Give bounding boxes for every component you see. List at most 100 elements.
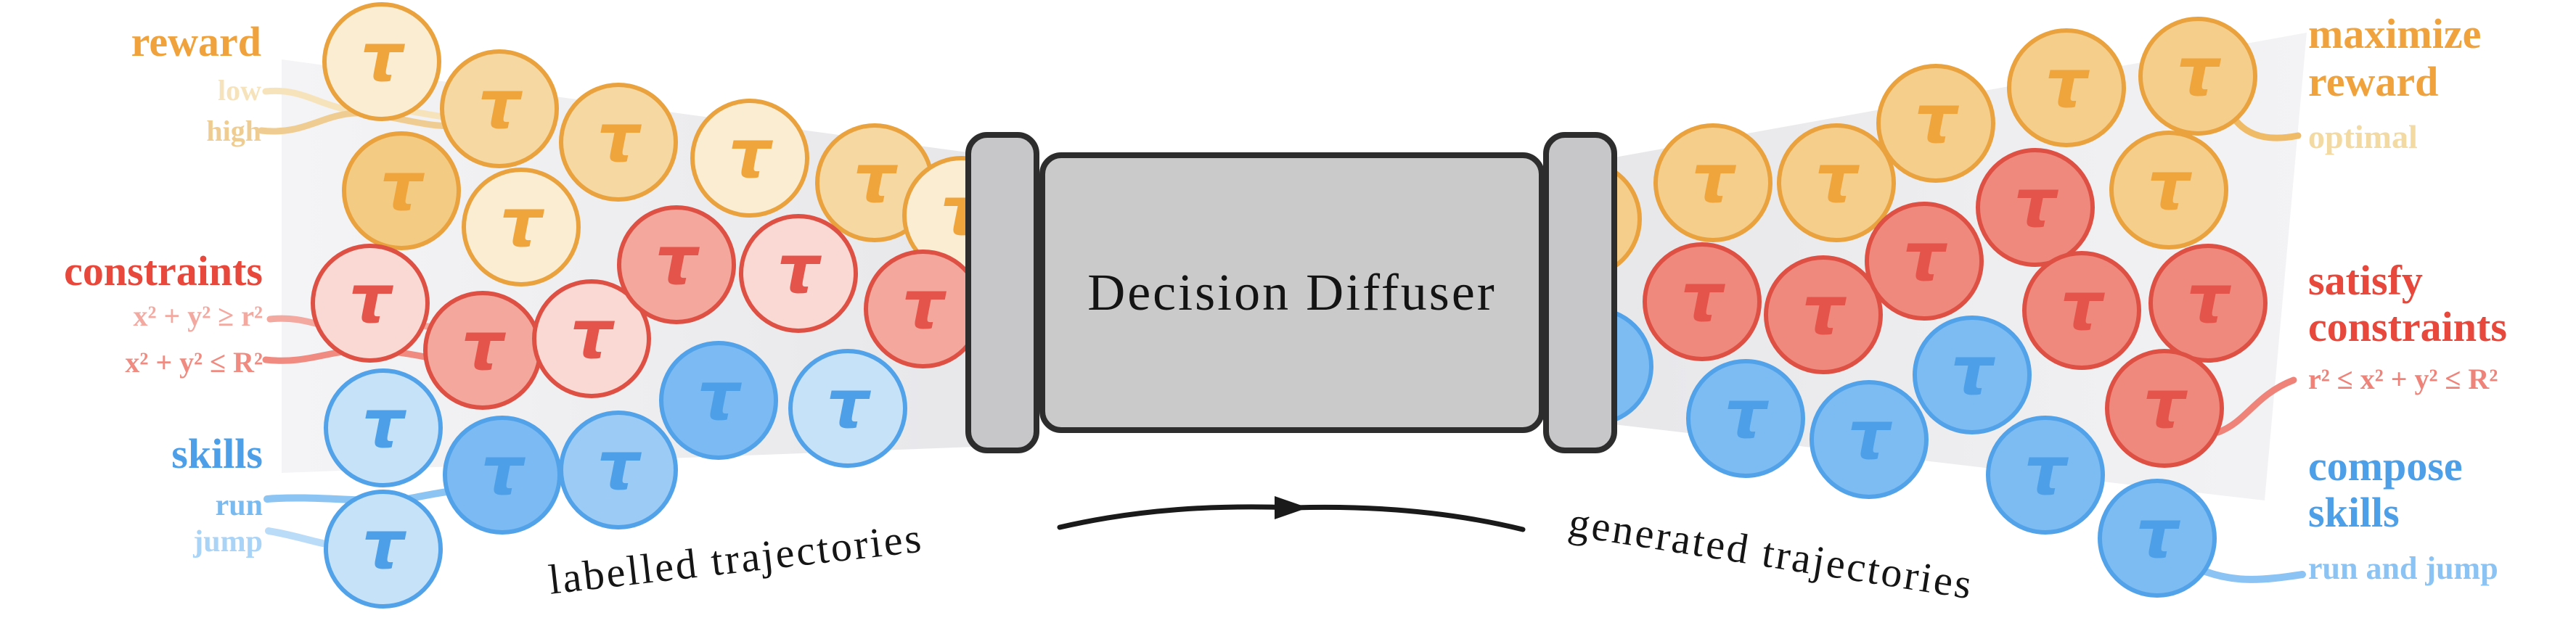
trajectory-circle: τ (1810, 380, 1929, 499)
trajectory-circle: τ (1643, 242, 1762, 361)
tau-symbol: τ (360, 19, 404, 96)
connector-right-formula (2215, 376, 2297, 436)
satisfy-label-line1: satisfy (2308, 257, 2423, 304)
tau-symbol: τ (2024, 432, 2067, 510)
reward-label: reward (131, 18, 261, 65)
compose-label-line1: compose (2308, 442, 2463, 490)
trajectory-circle: τ (1653, 123, 1772, 242)
tau-symbol: τ (1815, 140, 1858, 218)
tau-symbol: τ (901, 266, 945, 344)
trajectory-circle: τ (2138, 17, 2257, 136)
trajectory-circle: τ (322, 2, 441, 121)
tau-symbol: τ (728, 115, 772, 193)
trajectory-circle: τ (1865, 202, 1984, 321)
tau-symbol: τ (481, 432, 524, 510)
label-group-compose-skills: compose skills run and jump (2308, 444, 2498, 586)
trajectory-circle: τ (324, 368, 443, 487)
diffuser-machine-right-cap (1543, 132, 1617, 453)
label-group-maximize-reward: maximize reward optimal (2308, 12, 2481, 155)
trajectory-circle: τ (1686, 359, 1805, 478)
trajectory-circle: τ (788, 349, 907, 468)
tau-symbol: τ (380, 148, 423, 226)
tau-symbol: τ (1950, 332, 1994, 410)
trajectory-circle: τ (2098, 479, 2217, 598)
diffuser-machine-left-cap (965, 132, 1039, 453)
trajectory-circle: τ (659, 341, 778, 460)
trajectory-circle: τ (1876, 64, 1995, 183)
trajectory-circle: τ (423, 291, 542, 410)
trajectory-circle: τ (559, 411, 678, 529)
maximize-label-line2: reward (2308, 58, 2439, 105)
compose-label-line2: skills (2308, 489, 2400, 536)
trajectory-circle: τ (342, 131, 461, 250)
tau-symbol: τ (655, 222, 698, 300)
skills-label: skills (171, 430, 263, 477)
tau-symbol: τ (1724, 376, 1767, 453)
trajectory-circle: τ (559, 83, 678, 202)
constraint-formula-leq: x² + y² ≤ R² (125, 346, 263, 379)
trajectory-circle: τ (864, 250, 983, 368)
tau-symbol: τ (2147, 147, 2191, 225)
tau-symbol: τ (361, 385, 405, 463)
tau-symbol: τ (597, 427, 640, 505)
tau-symbol: τ (478, 66, 521, 144)
tau-symbol: τ (853, 140, 896, 218)
tau-symbol: τ (1802, 272, 1845, 350)
tau-symbol: τ (2013, 165, 2057, 242)
tau-symbol: τ (1680, 259, 1724, 337)
tau-symbol: τ (2135, 495, 2179, 573)
right-constraint-formula: r² ≤ x² + y² ≤ R² (2308, 363, 2498, 395)
trajectory-circle: τ (443, 416, 562, 535)
reward-low-label: low (218, 74, 261, 107)
tau-symbol: τ (597, 99, 640, 177)
label-group-reward: reward low high (0, 20, 266, 148)
trajectory-circle: τ (311, 244, 430, 363)
trajectory-circle: τ (617, 205, 736, 324)
tau-symbol: τ (2176, 33, 2220, 111)
connector-run-and-jump (2194, 565, 2306, 583)
tau-symbol: τ (348, 260, 392, 338)
tau-symbol: τ (2060, 268, 2103, 345)
trajectory-circle: τ (1986, 416, 2105, 535)
skill-jump-label: jump (193, 525, 263, 558)
tau-symbol: τ (361, 506, 405, 584)
tau-symbol: τ (697, 358, 740, 435)
tau-symbol: τ (2045, 45, 2088, 123)
trajectory-circle: τ (462, 168, 581, 286)
reward-high-label: high (206, 115, 261, 147)
tau-symbol: τ (1914, 81, 1958, 158)
tau-symbol: τ (1691, 140, 1735, 218)
label-group-skills: skills run jump (0, 430, 269, 559)
satisfy-label-line2: constraints (2308, 303, 2507, 350)
maximize-label-line1: maximize (2308, 10, 2482, 57)
flow-arrow-head (1275, 496, 1308, 519)
label-group-constraints: constraints x² + y² ≥ r² x² + y² ≤ R² (0, 250, 267, 380)
run-and-jump-label: run and jump (2308, 551, 2498, 586)
skill-run-label: run (215, 489, 263, 522)
trajectory-circle: τ (440, 49, 559, 168)
trajectory-circle: τ (2022, 251, 2141, 370)
tau-symbol: τ (1902, 218, 1946, 296)
tau-symbol: τ (2186, 260, 2230, 338)
diffuser-machine-label: Decision Diffuser (1087, 263, 1497, 321)
tau-symbol: τ (826, 366, 870, 443)
trajectory-circle: τ (2148, 244, 2268, 363)
trajectory-circle: τ (324, 490, 443, 609)
trajectory-circle: τ (1976, 148, 2095, 267)
optimal-label: optimal (2308, 118, 2418, 155)
trajectory-circle: τ (1913, 316, 2032, 434)
trajectory-circle: τ (2105, 349, 2224, 468)
tau-symbol: τ (2143, 366, 2186, 443)
tau-symbol: τ (777, 231, 820, 308)
diffuser-machine-body: Decision Diffuser (1039, 152, 1545, 433)
trajectory-circle: τ (739, 214, 858, 333)
tau-symbol: τ (461, 308, 504, 385)
trajectory-circle: τ (690, 99, 809, 218)
tau-symbol: τ (570, 296, 613, 374)
constraint-formula-geq: x² + y² ≥ r² (133, 300, 263, 332)
constraints-label: constraints (64, 247, 263, 294)
trajectory-circle: τ (2109, 131, 2228, 250)
trajectory-circle: τ (2007, 28, 2126, 147)
tau-symbol: τ (499, 184, 543, 262)
